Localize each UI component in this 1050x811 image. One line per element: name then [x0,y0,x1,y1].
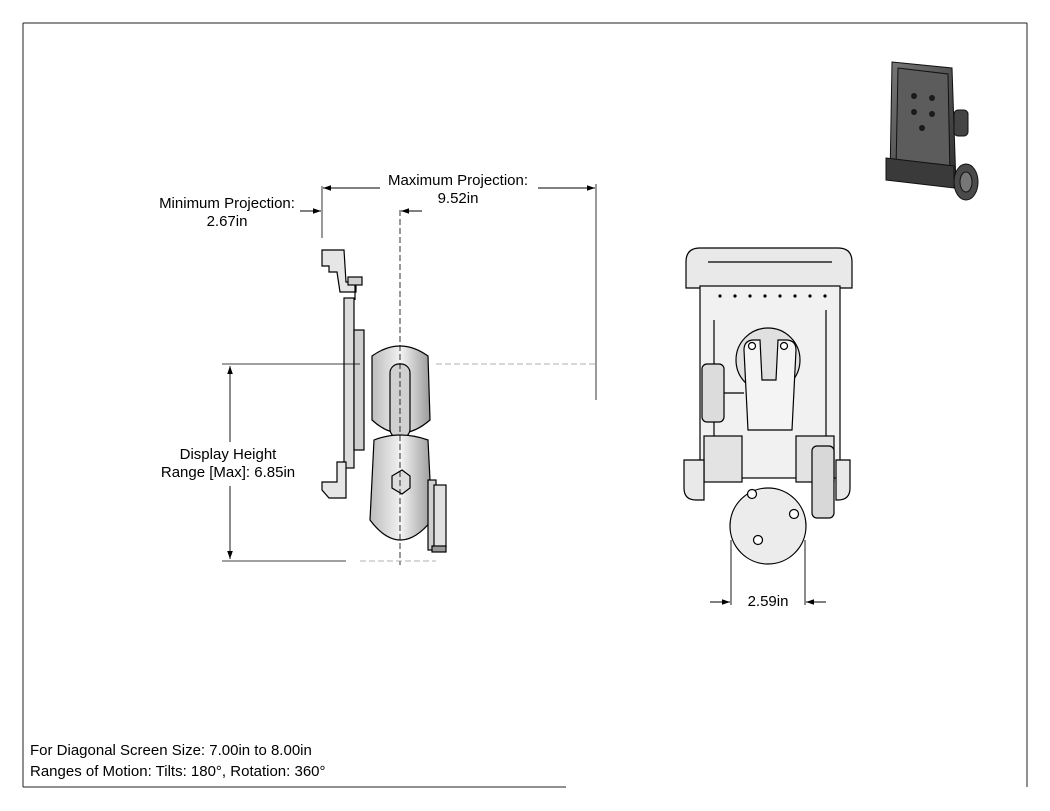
max-projection-title: Maximum Projection: [387,172,529,189]
sheet-border [22,22,1028,788]
min-projection-value: 2.67in [206,213,248,230]
mount-front-view-icon [683,247,853,565]
min-projection-title: Minimum Projection: [159,195,295,212]
min-projection-label: Minimum Projection: 2.67in [151,195,303,231]
display-height-value: Range [Max]: 6.85in [160,464,296,481]
display-height-title: Display Height [179,446,277,463]
motion-note: Ranges of Motion: Tilts: 180°, Rotation:… [30,763,326,780]
dimension-base-width [710,540,826,605]
screen-size-note: For Diagonal Screen Size: 7.00in to 8.00… [30,742,312,759]
mount-isometric-view-icon [885,61,979,201]
side-view-extension-lines [222,184,597,565]
mount-side-view-icon [321,249,447,553]
base-width-value: 2.59in [747,593,789,610]
display-height-label: Display Height Range [Max]: 6.85in [150,446,306,482]
base-width-label: 2.59in [740,593,796,611]
max-projection-value: 9.52in [437,190,479,207]
max-projection-label: Maximum Projection: 9.52in [382,172,534,208]
